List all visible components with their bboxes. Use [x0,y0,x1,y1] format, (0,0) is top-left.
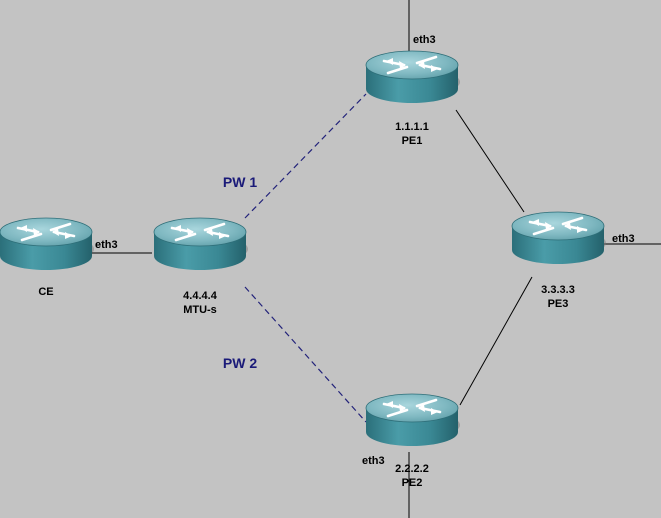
pe3-interface-label: eth3 [612,233,635,245]
link-pe1-pe3 [455,109,525,213]
pseudowire-pw2 [244,286,367,423]
router-icon [364,392,462,448]
pe2-interface-label: eth3 [362,455,385,467]
router-icon [364,49,462,105]
router-pe1[interactable] [364,49,462,105]
ce-interface-label: eth3 [95,239,118,251]
mtu-ip-label: 4.4.4.4 [183,290,218,302]
router-pe3[interactable] [510,210,608,266]
pw2-label: PW 2 [223,355,257,371]
physical-links [92,0,661,518]
pseudowire-pw1 [244,93,367,219]
router-icon [152,216,250,272]
router-pe2[interactable] [364,392,462,448]
pe2-ip-label: 2.2.2.2 [395,463,429,475]
router-mtu[interactable] [152,216,250,272]
pe1-name-label: PE1 [402,135,423,147]
pe1-ip-label: 1.1.1.1 [395,121,429,133]
pe3-name-label: PE3 [548,298,569,310]
router-icon [0,216,96,272]
router-ce[interactable] [0,216,96,272]
pw1-label: PW 1 [223,174,257,190]
router-icon [510,210,608,266]
pe1-interface-label: eth3 [413,34,436,46]
pseudowires [244,93,367,423]
mtu-name-label: MTU-s [183,304,217,316]
ce-name-label: CE [38,286,53,298]
link-pe2-pe3 [459,276,533,406]
pe2-name-label: PE2 [402,477,423,489]
pe3-ip-label: 3.3.3.3 [541,284,575,296]
